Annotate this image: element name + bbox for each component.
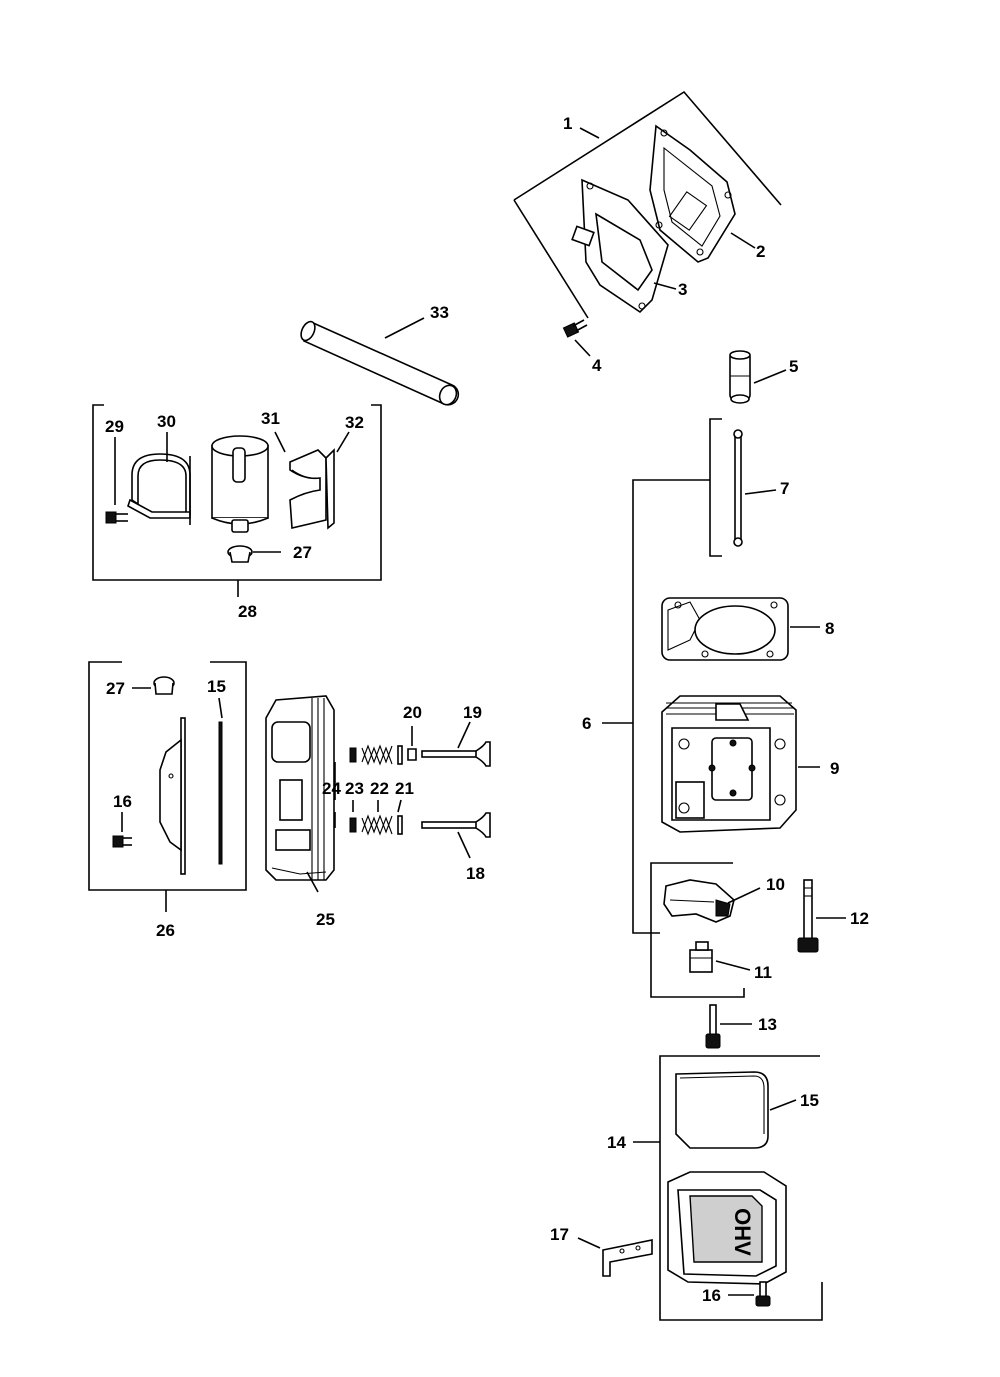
rocker-arm	[663, 879, 735, 923]
oil-separator-kit-group	[92, 404, 382, 597]
push-rod	[734, 431, 742, 545]
callout-27-cover-grommet: 27	[106, 679, 125, 698]
breather-cover	[571, 178, 669, 314]
callout-21: 21	[395, 779, 414, 798]
callout-15-valve-cover-gasket: 15	[800, 1091, 819, 1110]
cover-plate	[159, 717, 186, 875]
valve-cover-stud	[705, 1004, 721, 1049]
intake-valve	[421, 812, 491, 838]
callout-3: 3	[678, 280, 687, 299]
callout-12: 12	[850, 909, 869, 928]
callout-30: 30	[157, 412, 176, 431]
valve-spring-lower	[361, 816, 393, 836]
callout-20: 20	[403, 703, 422, 722]
callout-4: 4	[592, 356, 602, 375]
bracket-screw	[105, 511, 128, 524]
callout-33: 33	[430, 303, 449, 322]
callout-28: 28	[238, 602, 257, 621]
callout-31: 31	[261, 409, 280, 428]
breather-tube	[300, 320, 460, 406]
callout-15-cover-plate-gasket: 15	[207, 677, 226, 696]
valve-spring-upper	[361, 746, 393, 766]
breather-screw	[562, 319, 588, 338]
callout-8: 8	[825, 619, 834, 638]
valve-seal-lower	[397, 815, 403, 835]
valve-cover-gasket	[675, 1071, 769, 1149]
rocker-pivot	[689, 941, 713, 973]
separator-bracket	[127, 453, 191, 525]
mounting-bracket	[602, 1239, 653, 1277]
callout-23: 23	[345, 779, 364, 798]
valve-retainer-lower	[349, 817, 357, 833]
cover-plate-screw	[112, 835, 132, 848]
separator-gasket	[325, 448, 335, 530]
callout-22: 22	[370, 779, 389, 798]
callout-6: 6	[582, 714, 591, 733]
valve-seal-upper	[397, 745, 403, 765]
cylinder-head-kit-group	[602, 479, 710, 934]
callout-27-separator-grommet: 27	[293, 543, 312, 562]
callout-16-valve-cover-screw: 16	[702, 1286, 721, 1305]
callout-1: 1	[563, 114, 572, 133]
cover-plate-gasket	[218, 721, 223, 865]
exhaust-valve	[421, 741, 491, 767]
callout-7: 7	[780, 479, 789, 498]
callout-29: 29	[105, 417, 124, 436]
cover-grommet	[153, 676, 175, 695]
callout-9: 9	[830, 759, 839, 778]
callout-11: 11	[754, 963, 772, 982]
head-bolt	[797, 879, 819, 953]
callout-32: 32	[345, 413, 364, 432]
callout-26: 26	[156, 921, 175, 940]
cylinder-head-side-view	[265, 695, 335, 881]
callout-13: 13	[758, 1015, 777, 1034]
callout-2: 2	[756, 242, 765, 261]
callout-5: 5	[789, 357, 798, 376]
callout-25: 25	[316, 910, 335, 929]
callout-18: 18	[466, 864, 485, 883]
callout-24: 24	[322, 779, 341, 798]
separator-seal	[289, 449, 327, 529]
valve-cover-embossing: OHV	[730, 1208, 755, 1256]
head-gasket	[661, 597, 789, 661]
callout-19: 19	[463, 703, 482, 722]
rocker-arm-group	[650, 862, 761, 998]
valve-lifter	[729, 350, 751, 404]
push-rod-group	[709, 418, 777, 557]
valve-keeper	[407, 748, 417, 761]
cover-plate-kit-group	[88, 661, 247, 912]
valve-train-group	[334, 721, 491, 859]
valve-cover-kit-group: OHV	[633, 1055, 823, 1321]
valve-retainer-upper	[349, 747, 357, 763]
cylinder-head	[661, 695, 797, 833]
valve-cover-screw	[755, 1281, 771, 1307]
callout-17: 17	[550, 1225, 569, 1244]
callout-labels: 1 2 3 4 5 6 7 8 9 10 11 12 13 14 15 15 1…	[105, 114, 869, 1305]
callout-16-cover-plate-screw: 16	[113, 792, 132, 811]
breather-gasket	[649, 124, 736, 263]
valve-cover: OHV	[667, 1171, 787, 1285]
oil-separator-canister	[211, 435, 269, 533]
breather-cover-kit-group	[513, 90, 782, 357]
callout-14: 14	[607, 1133, 626, 1152]
separator-grommet	[227, 545, 253, 563]
callout-10: 10	[766, 875, 785, 894]
